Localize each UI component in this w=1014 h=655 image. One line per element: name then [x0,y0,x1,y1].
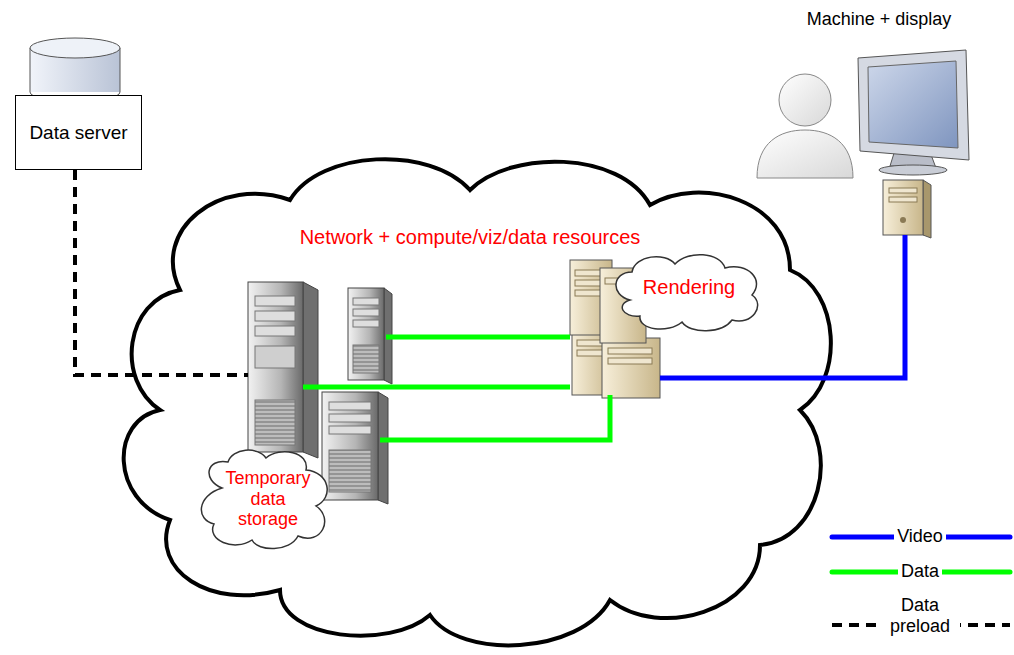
storage-server-lower [322,392,388,504]
rendering-cluster-part [602,338,660,398]
preload-line [75,170,248,375]
storage-server-tall-part [255,311,295,321]
storage-cloud-outline-part [201,450,327,548]
storage-server-tall-part [255,296,295,306]
storage-server-small-part [353,309,379,316]
pc-tower-icon-part [883,180,923,235]
monitor-icon-part [868,61,958,148]
legend-row: Data [830,561,1010,582]
user-icon [757,74,853,178]
network-cloud-outline-part [124,159,831,645]
database-cylinder-part [30,38,120,58]
rendering-cloud-outline-part [616,255,758,331]
storage-server-lower-part [329,450,371,492]
data-line [386,335,570,340]
storage-cloud: Temporary data storage [200,278,395,550]
legend-text: Data [898,561,942,582]
database-cylinder-part [30,48,31,92]
database-cylinder-part [120,48,121,92]
rendering-cluster-part [608,348,652,354]
storage-server-small [348,288,392,384]
storage-server-lower-part [329,402,371,410]
rendering-cluster-part [608,358,652,364]
monitor-icon [858,50,969,175]
rendering-cloud: Rendering [565,255,765,400]
storage-server-tall [248,282,318,458]
pc-tower-icon [883,180,931,238]
legend-text: Video [894,526,946,547]
storage-cloud-outline [201,450,327,548]
pc-tower-icon-part [900,217,906,223]
pc-tower-icon-part [923,180,931,238]
storage-server-lower-part [329,426,371,434]
storage-server-lower-part [329,414,371,422]
node-label: Data server [23,122,133,144]
storage-server-tall-part [303,282,318,458]
storage-server-lower-part [378,392,388,504]
user-icon-part [779,74,831,126]
node-label: Machine + display [750,9,1008,30]
monitor-icon-part [879,165,947,175]
legend-text: Data preload [880,595,960,637]
rendering-cloud-outline [616,255,758,331]
network-cloud-outline [124,159,831,645]
node-label: Network + compute/viz/data resources [250,226,690,249]
server-box: Data server [15,95,142,170]
machine-group: Machine + display [750,5,1008,240]
storage-server-small-part [353,320,379,327]
storage-server-small-part [353,298,379,305]
storage-server-small-part [353,345,379,373]
legend-row: Video [830,526,1010,547]
pc-tower-icon-part [889,197,917,202]
legend-row: Data preload [830,595,1010,637]
pc-tower-icon-part [889,188,917,193]
storage-server-lower-part [322,392,378,500]
video-line [660,235,905,378]
data-line [303,385,570,390]
user-icon-part [757,130,853,178]
storage-server-tall-part [248,282,303,452]
network-cloud: Network + compute/viz/data resourcesRend… [110,150,850,655]
database-cylinder [30,38,120,102]
storage-server-tall-part [255,400,295,445]
storage-server-small-part [348,288,384,380]
monitor-icon-part [858,50,969,160]
data-line [380,395,610,440]
storage-server-tall-part [255,326,295,336]
storage-server-tall-part [255,346,295,368]
node-label: Rendering [623,276,755,299]
node-label: Temporary data storage [222,468,314,530]
